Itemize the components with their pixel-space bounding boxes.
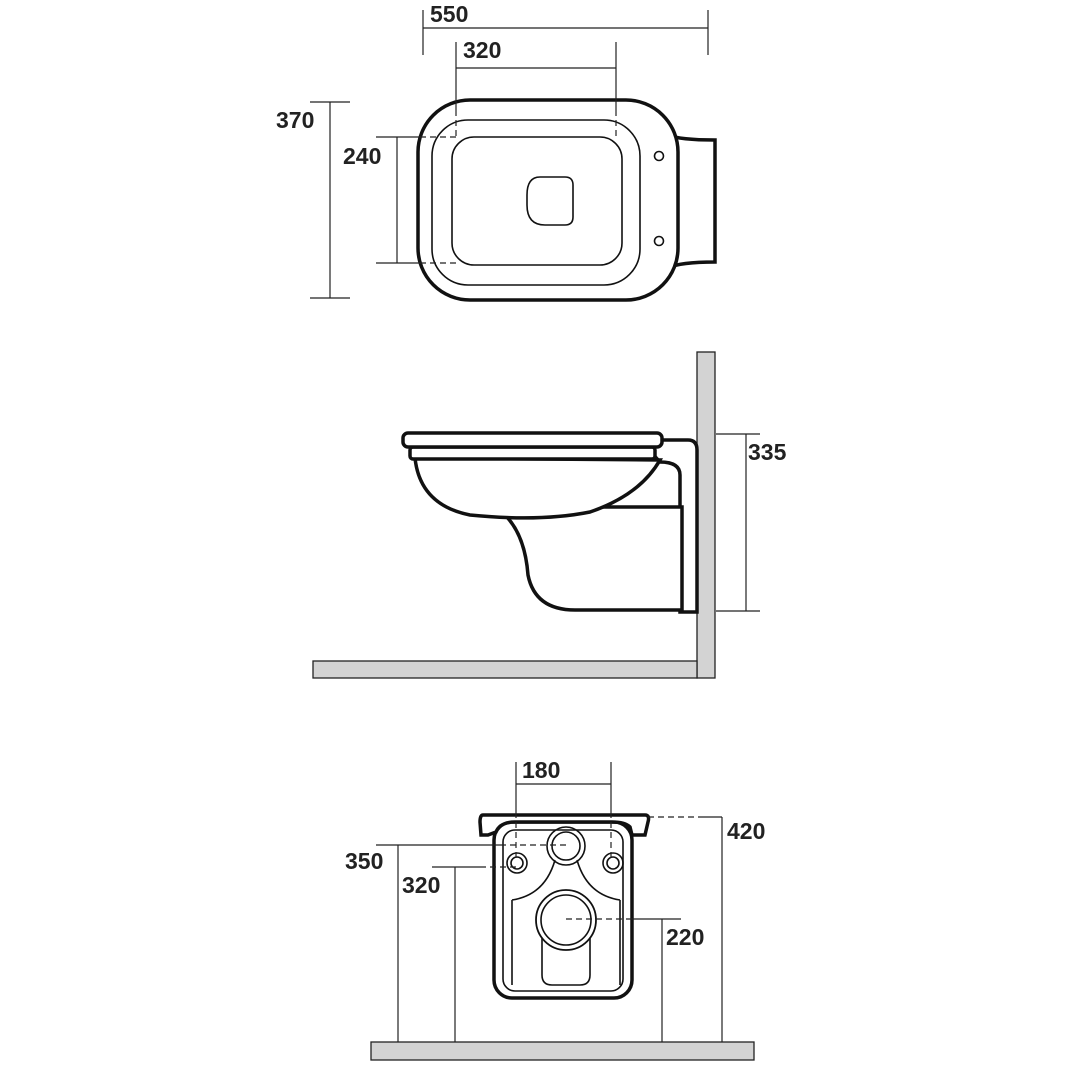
trap <box>541 930 591 986</box>
top-view: 550 320 370 240 <box>276 1 717 302</box>
inlet-circle <box>546 826 586 866</box>
fixing-inner-right <box>606 856 620 870</box>
fixing-circle-right <box>602 852 624 874</box>
dim-350: 350 <box>345 848 383 874</box>
dim-550: 550 <box>430 1 468 27</box>
fixing-hole <box>653 235 665 247</box>
wall <box>696 351 716 679</box>
dim-220: 220 <box>666 924 704 950</box>
dim-180: 180 <box>522 757 560 783</box>
inlet-inner-circle <box>551 831 581 861</box>
floor <box>312 660 698 679</box>
side-view: 335 <box>312 351 787 679</box>
seat-lid <box>401 431 664 449</box>
seat-front <box>478 813 651 837</box>
dim-320-front: 320 <box>402 872 440 898</box>
pan-back-shape <box>511 859 621 985</box>
dim-370: 370 <box>276 107 314 133</box>
fixing-inner-left <box>510 856 524 870</box>
front-view: 180 420 350 320 220 <box>345 757 765 1061</box>
seat-outline <box>416 98 680 302</box>
dim-320-top: 320 <box>463 37 501 63</box>
seat-rim <box>408 445 657 461</box>
dim-335: 335 <box>748 439 787 465</box>
bowl-outline <box>451 136 623 266</box>
pan-body <box>501 505 684 612</box>
fixing-hole <box>653 150 665 162</box>
drain-shape <box>526 176 574 226</box>
bowl <box>413 456 664 520</box>
outlet-circle <box>535 889 597 951</box>
dim-240: 240 <box>343 143 381 169</box>
floor-front <box>370 1041 755 1061</box>
outlet-inner-circle <box>540 894 592 946</box>
seat-inner-outline <box>431 119 641 286</box>
dim-420: 420 <box>727 818 765 844</box>
pan-front-inner <box>502 829 624 992</box>
fixing-circle-left <box>506 852 528 874</box>
